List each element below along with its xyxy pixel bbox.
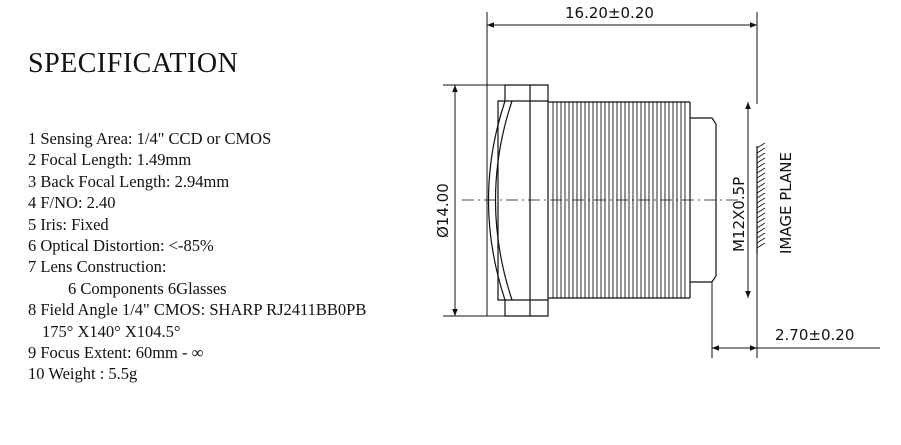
spec-item: 175° X140° X104.5° [42,321,181,341]
spec-item: 4 F/NO: 2.40 [28,193,116,213]
length-dimension-label: 16.20±0.20 [565,4,654,22]
spec-item: 5 Iris: Fixed [28,214,109,234]
page-title: SPECIFICATION [28,48,239,79]
image-plane-label: IMAGE PLANE [777,152,795,254]
spec-item: 1 Sensing Area: 1/4" CCD or CMOS [28,129,272,148]
spec-item: 2 Focal Length: 1.49mm [28,150,192,170]
spec-item: 8 Field Angle 1/4" CMOS: SHARP RJ2411BB0… [28,300,367,320]
diameter-dimension-label: Ø14.00 [434,183,452,238]
dimension-line-back-focus [711,254,880,358]
thread-lines [552,102,686,298]
image-plane-hatch [756,142,766,249]
spec-item: 6 Optical Distortion: <-85% [28,235,214,255]
lens-body [487,84,717,317]
spec-item: 10 Weight : 5.5g [28,364,138,384]
spec-list: 1 Sensing Area: 1/4" CCD or CMOS 2 Focal … [28,128,366,385]
spec-item: 9 Focus Extent: 60mm - ∞ [28,342,204,362]
spec-item: 7 Lens Construction: [28,257,167,277]
back-focus-dimension-label: 2.70±0.20 [775,326,854,344]
spec-item: 3 Back Focal Length: 2.94mm [28,171,230,191]
dimension-line-length [486,12,758,316]
dimension-line-diameter [443,84,510,317]
thread-dimension-label: M12X0.5P [730,177,748,252]
spec-item: 6 Components 6Glasses [68,278,227,298]
